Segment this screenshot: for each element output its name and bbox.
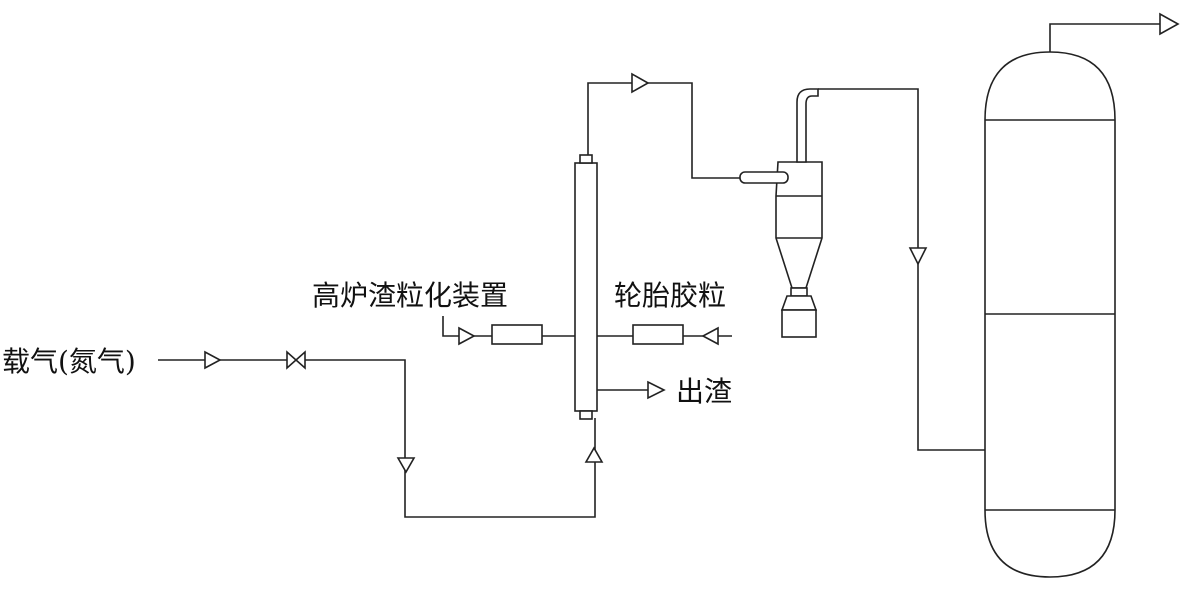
slag-outlet (597, 380, 666, 400)
slag-granulator-label: 高炉渣粒化装置 (312, 279, 509, 312)
cyclone-to-tower-line (818, 88, 985, 451)
flow-arrow-carrier-up (584, 446, 604, 463)
tower-top-outlet (1049, 12, 1180, 52)
flow-arrow-carrier-1 (204, 350, 222, 370)
cyclone-separator (739, 88, 823, 338)
tower-vessel (984, 51, 1116, 578)
reactor-column (574, 154, 598, 420)
gate-valve (286, 350, 306, 370)
carrier-gas-label: 载气(氮气) (2, 345, 136, 378)
slag-out-label: 出渣 (676, 375, 733, 408)
reactor-outlet-line (587, 72, 740, 179)
slag-granulator-feed (442, 316, 575, 346)
tire-crumb-feed (597, 324, 732, 346)
tire-crumb-label: 轮胎胶粒 (614, 279, 727, 312)
flow-arrow-carrier-down (396, 457, 416, 474)
carrier-gas-line (158, 359, 596, 518)
